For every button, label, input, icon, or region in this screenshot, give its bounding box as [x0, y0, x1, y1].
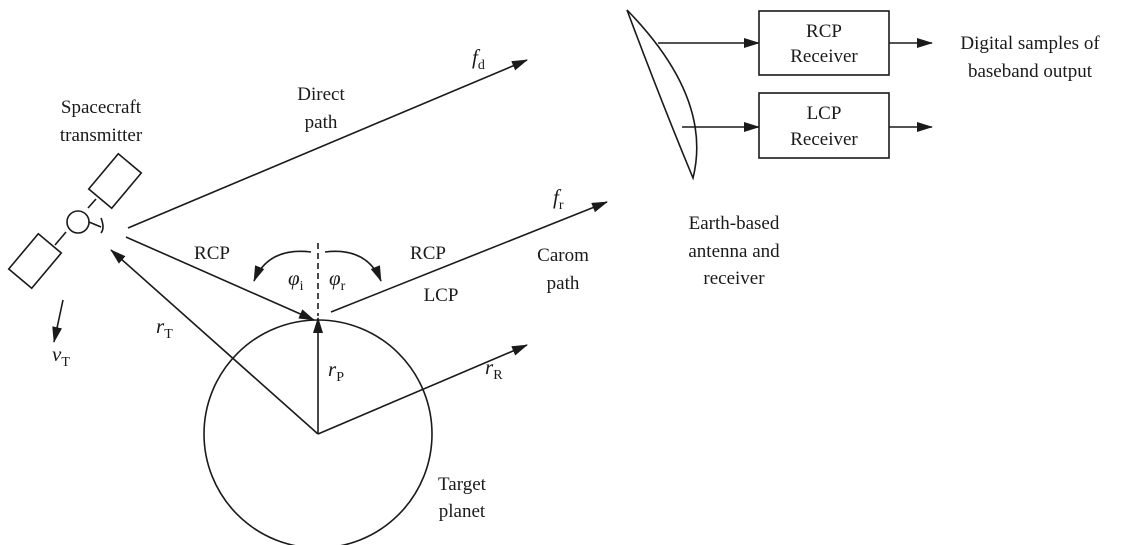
antenna-label-line3: receiver [703, 268, 765, 289]
antenna-label-line2: antenna and [688, 241, 780, 262]
incidence-angle-arc [253, 250, 312, 282]
rcp-receiver-label-line1: RCP [806, 21, 842, 42]
output-label-line1: Digital samples of [960, 33, 1100, 54]
rp-label: rP [328, 357, 344, 385]
rcp-receiver-label-line2: Receiver [790, 46, 858, 67]
target-planet-label-line1: Target [438, 474, 487, 495]
incident-ray-arrow [125, 236, 315, 321]
phi-i-label: φi [288, 266, 304, 294]
rcp-receiver-box [758, 10, 890, 76]
direct-path-label-line1: Direct [297, 84, 345, 105]
spacecraft-label-line2: transmitter [60, 125, 143, 146]
lcp-receiver-label-line1: LCP [807, 103, 842, 124]
rr-label: rR [485, 355, 503, 383]
spacecraft-icon [7, 152, 143, 290]
reflected-lcp-label: LCP [424, 285, 459, 306]
carom-path-label-line1: Carom [537, 245, 589, 266]
rr-vector-arrow [317, 344, 528, 435]
rt-vector-arrow [110, 249, 319, 435]
lcp-receiver-box [758, 92, 890, 159]
lcp-receiver-label-line2: Receiver [790, 129, 858, 150]
output-label-line2: baseband output [968, 61, 1093, 82]
carom-path-label-line2: path [547, 273, 580, 294]
target-planet-label-line2: planet [439, 501, 486, 522]
spacecraft-velocity-arrow [52, 299, 64, 343]
fd-label: fd [472, 45, 485, 73]
carom-path-arrow [330, 201, 608, 313]
direct-path-label-line2: path [305, 112, 338, 133]
reflected-rcp-label: RCP [410, 243, 446, 264]
reflection-angle-arc [324, 250, 382, 282]
incident-rcp-label: RCP [194, 243, 230, 264]
fr-label: fr [553, 185, 564, 213]
direct-path-arrow [127, 59, 528, 229]
antenna-dish-icon [626, 9, 698, 181]
phi-r-label: φr [329, 266, 346, 294]
antenna-label-line1: Earth-based [689, 213, 780, 234]
rt-label: rT [156, 314, 173, 342]
spacecraft-label-line1: Spacecraft [61, 97, 142, 118]
vt-label: vT [52, 342, 70, 370]
